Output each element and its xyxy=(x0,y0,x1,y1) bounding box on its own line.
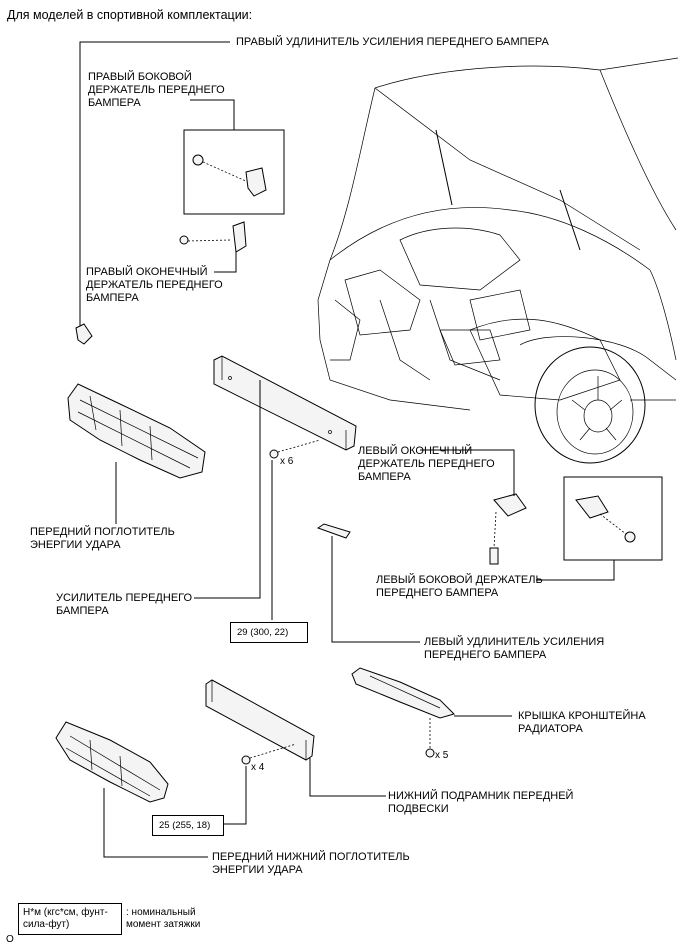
bolt-x6-illustration xyxy=(269,439,321,459)
vehicle-front-illustration xyxy=(317,57,679,464)
section-title: Для моделей в спортивной комплектации: xyxy=(7,8,253,22)
right-side-retainer-illustration xyxy=(192,154,267,197)
front-absorber-illustration xyxy=(67,383,206,479)
quantity-x5: x 5 xyxy=(435,750,449,761)
figure-id: O xyxy=(6,934,14,945)
callout-bumper-reinforcement: УСИЛИТЕЛЬ ПЕРЕДНЕГО БАМПЕРА xyxy=(56,592,193,617)
legend-description: : номинальный момент затяжки xyxy=(126,907,201,930)
torque-spec-2: 25 (255, 18) xyxy=(152,815,224,836)
left-side-retainer-illustration xyxy=(575,495,636,543)
callout-right-end-retainer: ПРАВЫЙ ОКОНЕЧНЫЙ ДЕРЖАТЕЛЬ ПЕРЕДНЕГО БАМ… xyxy=(86,266,223,304)
legend-units: Н*м (кгс*см, фунт- сила-фут) xyxy=(23,907,108,930)
right-extension-illustration xyxy=(75,323,93,345)
callout-front-absorber: ПЕРЕДНИЙ ПОГЛОТИТЕЛЬ ЭНЕРГИИ УДАРА xyxy=(30,526,175,551)
lower-subframe-illustration xyxy=(205,679,315,761)
bolt-x4-illustration xyxy=(241,743,297,765)
legend-units-box: Н*м (кгс*см, фунт- сила-фут) xyxy=(18,903,122,935)
bolt-x5-illustration xyxy=(425,718,435,758)
callout-left-side-retainer: ЛЕВЫЙ БОКОВОЙ ДЕРЖАТЕЛЬ ПЕРЕДНЕГО БАМПЕР… xyxy=(376,574,543,599)
right-end-retainer-illustration xyxy=(179,221,247,253)
front-lower-absorber-illustration xyxy=(55,721,169,803)
quantity-x6: x 6 xyxy=(280,456,294,467)
callout-left-extension: ЛЕВЫЙ УДЛИНИТЕЛЬ УСИЛЕНИЯ ПЕРЕДНЕГО БАМП… xyxy=(424,636,605,661)
callout-lower-subframe: НИЖНИЙ ПОДРАМНИК ПЕРЕДНЕЙ ПОДВЕСКИ xyxy=(388,790,574,815)
callout-radiator-bracket-cover: КРЫШКА КРОНШТЕЙНА РАДИАТОРА xyxy=(518,710,646,735)
callout-front-lower-absorber: ПЕРЕДНИЙ НИЖНИЙ ПОГЛОТИТЕЛЬ ЭНЕРГИИ УДАР… xyxy=(212,851,410,876)
callout-right-side-retainer: ПРАВЫЙ БОКОВОЙ ДЕРЖАТЕЛЬ ПЕРЕДНЕГО БАМПЕ… xyxy=(88,71,225,109)
callout-left-end-retainer: ЛЕВЫЙ ОКОНЕЧНЫЙ ДЕРЖАТЕЛЬ ПЕРЕДНЕГО БАМП… xyxy=(358,445,495,483)
callout-right-extension: ПРАВЫЙ УДЛИНИТЕЛЬ УСИЛЕНИЯ ПЕРЕДНЕГО БАМ… xyxy=(236,36,549,48)
radiator-bracket-cover-illustration xyxy=(351,667,455,719)
left-extension-illustration xyxy=(316,523,351,539)
left-end-retainer-illustration xyxy=(489,493,527,565)
quantity-x4: x 4 xyxy=(251,762,265,773)
bumper-reinforcement-illustration xyxy=(213,355,357,451)
torque-spec-1: 29 (300, 22) xyxy=(230,622,308,643)
